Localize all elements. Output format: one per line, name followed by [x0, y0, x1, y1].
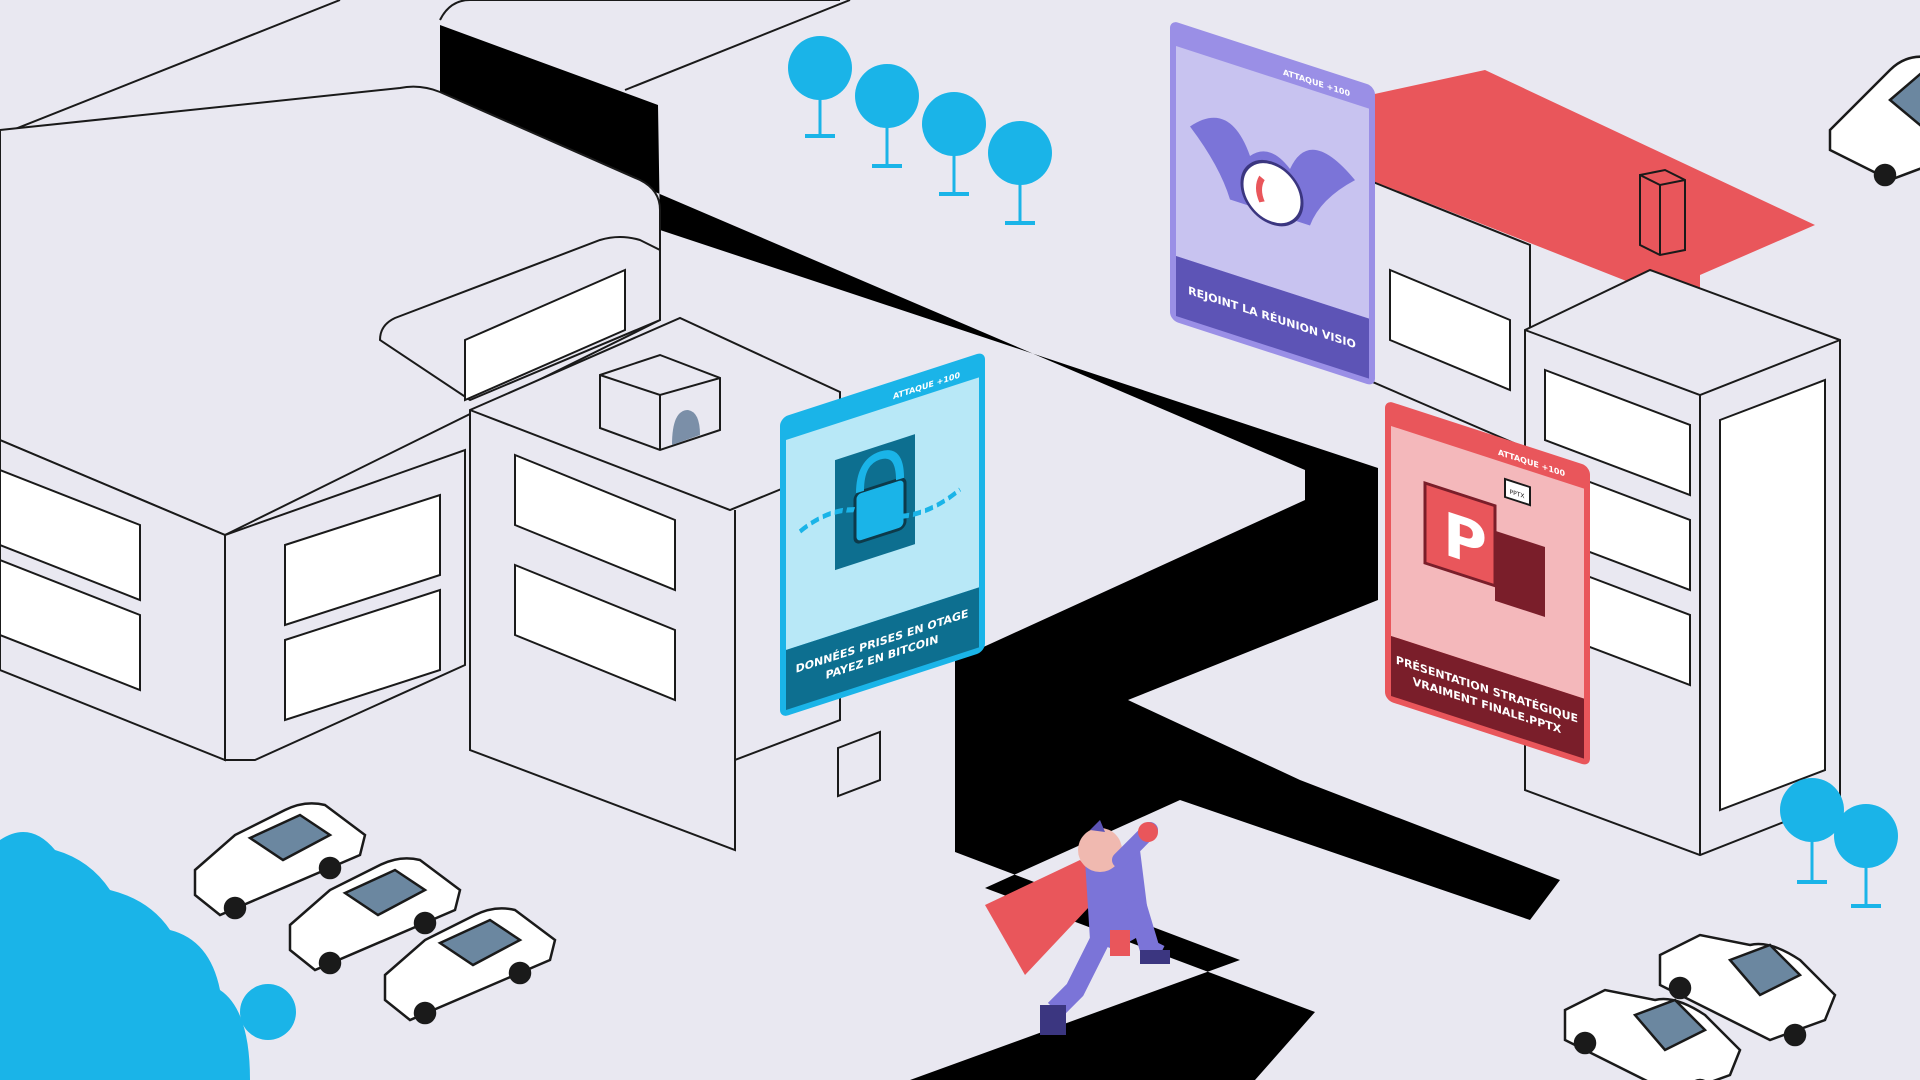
- left-roof-box: [378, 236, 661, 402]
- tree: [1834, 804, 1898, 908]
- tree: [788, 36, 852, 138]
- padlock-chains-icon: [798, 434, 962, 571]
- car: [1563, 988, 1742, 1080]
- back-building: [0, 0, 851, 136]
- card-ransomware: ATTAQUE +100 DONNÉES PRISES EN OTAGE PAY…: [780, 353, 985, 716]
- bat-phone-icon: [1190, 117, 1355, 227]
- fly-badge: PPTX: [1510, 489, 1526, 501]
- cars-left: [193, 802, 557, 1025]
- tree: [988, 121, 1052, 225]
- card-pptx: ATTAQUE +100 P PPTX PRÉSENTATION STRATÉG…: [1385, 402, 1590, 765]
- right-building: [1367, 70, 1815, 452]
- middle-building: [469, 316, 881, 852]
- bush: [0, 832, 250, 1080]
- car: [383, 907, 557, 1025]
- car: [193, 802, 367, 920]
- road: [440, 25, 1560, 1080]
- car: [1658, 933, 1837, 1047]
- svg-text:P: P: [1443, 498, 1487, 582]
- car: [1828, 55, 1920, 187]
- tree: [855, 64, 919, 168]
- trees-back: [788, 36, 1898, 908]
- tree: [1780, 778, 1844, 884]
- tree: [922, 92, 986, 196]
- left-building: [0, 85, 661, 762]
- tree: [240, 984, 296, 1040]
- cars-right: [1563, 55, 1920, 1080]
- powerpoint-monster-icon: P PPTX: [1423, 477, 1545, 617]
- car: [288, 857, 462, 975]
- superhero-character: [985, 820, 1170, 1035]
